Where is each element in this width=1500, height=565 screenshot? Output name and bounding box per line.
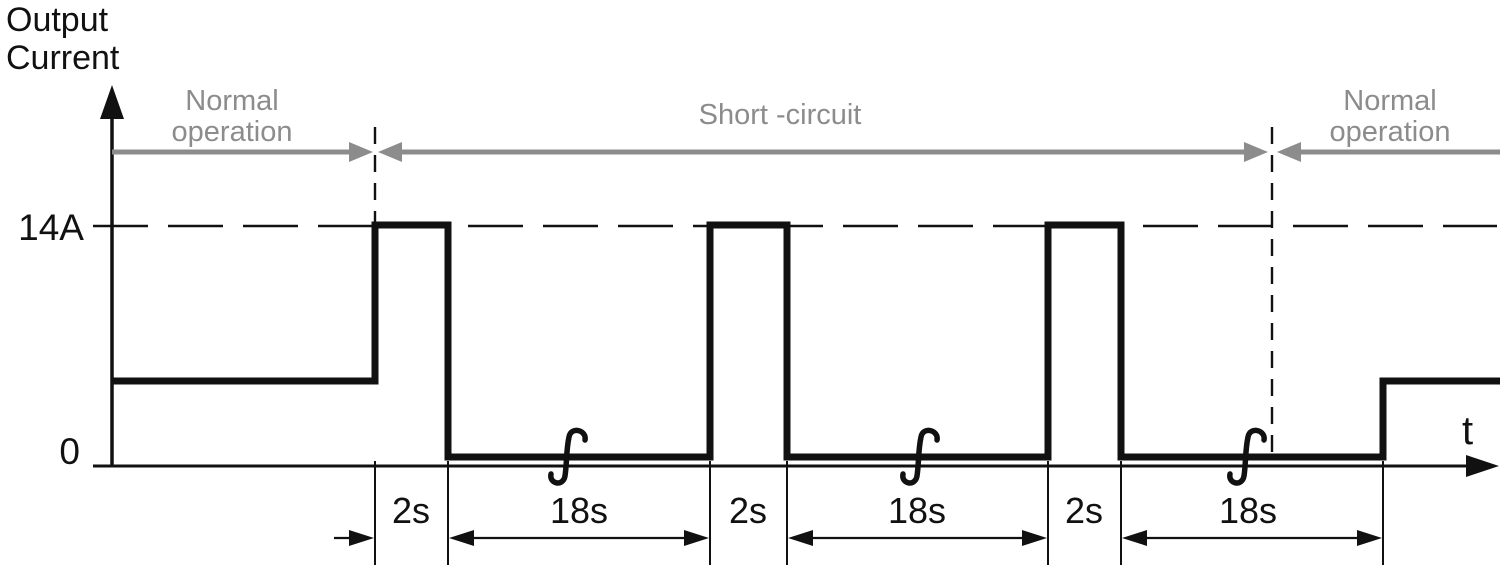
line-break-icon [1227,427,1267,486]
line-break-icon [900,427,940,486]
x-axis-label: t [1462,409,1473,453]
normal-operation-right-label-line1: Normal [1343,85,1436,117]
line-break-symbols [548,427,1267,486]
y-axis-arrowhead-icon [100,85,124,119]
arrow-right-icon [1244,142,1268,162]
y-axis: Output Current 14A 0 [6,1,124,472]
output-current-waveform [112,221,1500,461]
phase-boundaries [373,127,1274,453]
line-break-icon [548,427,588,486]
duration-label-18s: 18s [1219,490,1277,531]
arrow-left-icon [1277,142,1301,162]
arrow-left-icon [788,530,813,546]
phase-labels: Normal operation Short -circuit Normal o… [172,85,1451,148]
arrow-right-icon [684,530,709,546]
dimension-lines [334,530,1382,546]
phase-arrows [112,142,1500,162]
y-axis-title-line2: Current [6,39,120,77]
arrow-left-icon [1122,530,1147,546]
duration-label-18s: 18s [550,490,608,531]
y-tick-label-14a: 14A [18,207,84,248]
short-circuit-label: Short -circuit [699,99,862,131]
y-tick-label-0: 0 [59,431,80,472]
duration-labels: 2s 18s 2s 18s 2s 18s [392,490,1277,531]
arrow-right-icon [349,530,374,546]
y-axis-title-line1: Output [6,1,109,39]
arrow-right-icon [349,142,373,162]
duration-label-2s: 2s [729,490,767,531]
duration-label-2s: 2s [1065,490,1103,531]
arrow-right-icon [1357,530,1382,546]
arrow-left-icon [378,142,402,162]
duration-label-2s: 2s [392,490,430,531]
arrow-right-icon [1022,530,1047,546]
normal-operation-left-label-line2: operation [172,116,293,148]
duration-label-18s: 18s [888,490,946,531]
dimension-extension-lines [374,461,1384,565]
normal-operation-right-label-line2: operation [1330,116,1451,148]
x-axis: t [93,409,1499,477]
x-axis-arrowhead-icon [1466,455,1499,477]
arrow-left-icon [449,530,474,546]
normal-operation-left-label-line1: Normal [185,85,278,117]
